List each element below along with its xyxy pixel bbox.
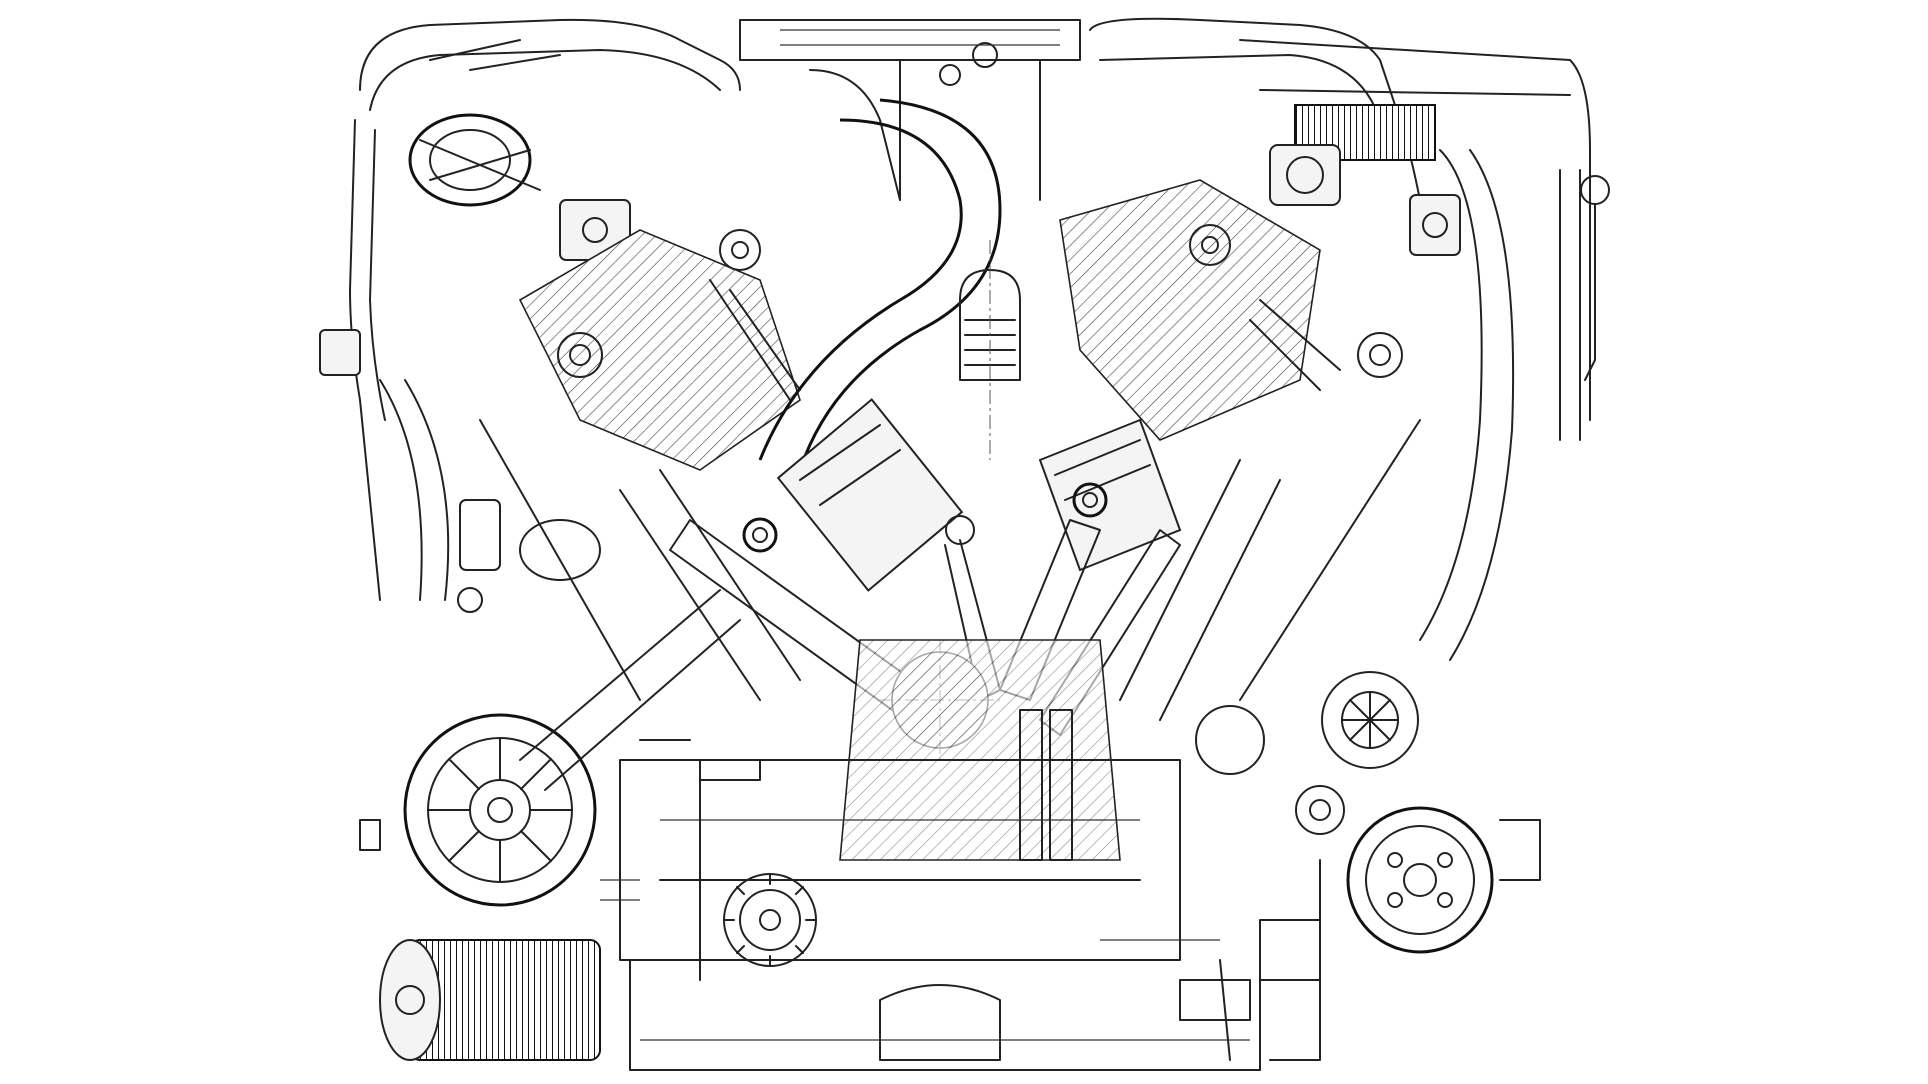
intake-runner bbox=[758, 98, 1002, 471]
coolant-pump bbox=[1195, 671, 1419, 835]
engine-block bbox=[619, 709, 1181, 961]
right-cylinder-head bbox=[1059, 179, 1403, 441]
misc-details bbox=[359, 499, 1321, 1061]
left-turbocharger bbox=[408, 113, 631, 261]
thermostat-spring bbox=[959, 240, 1021, 460]
left-piston bbox=[742, 398, 964, 592]
right-piston bbox=[1038, 418, 1182, 572]
alternator bbox=[403, 589, 741, 907]
top-centre-manifold bbox=[739, 19, 1081, 201]
oil-filter bbox=[379, 939, 601, 1061]
cylinder-bores bbox=[479, 419, 1421, 721]
crankshaft bbox=[839, 639, 1121, 861]
right-intake-duct bbox=[1089, 17, 1591, 661]
oil-pump-gear bbox=[723, 873, 817, 967]
oil-pan bbox=[629, 959, 1261, 1071]
right-turbocharger bbox=[1269, 144, 1461, 256]
left-intake-duct bbox=[319, 18, 741, 601]
left-cylinder-head bbox=[518, 229, 801, 471]
dipstick bbox=[1580, 175, 1610, 381]
power-steering-pulley bbox=[1346, 806, 1541, 954]
